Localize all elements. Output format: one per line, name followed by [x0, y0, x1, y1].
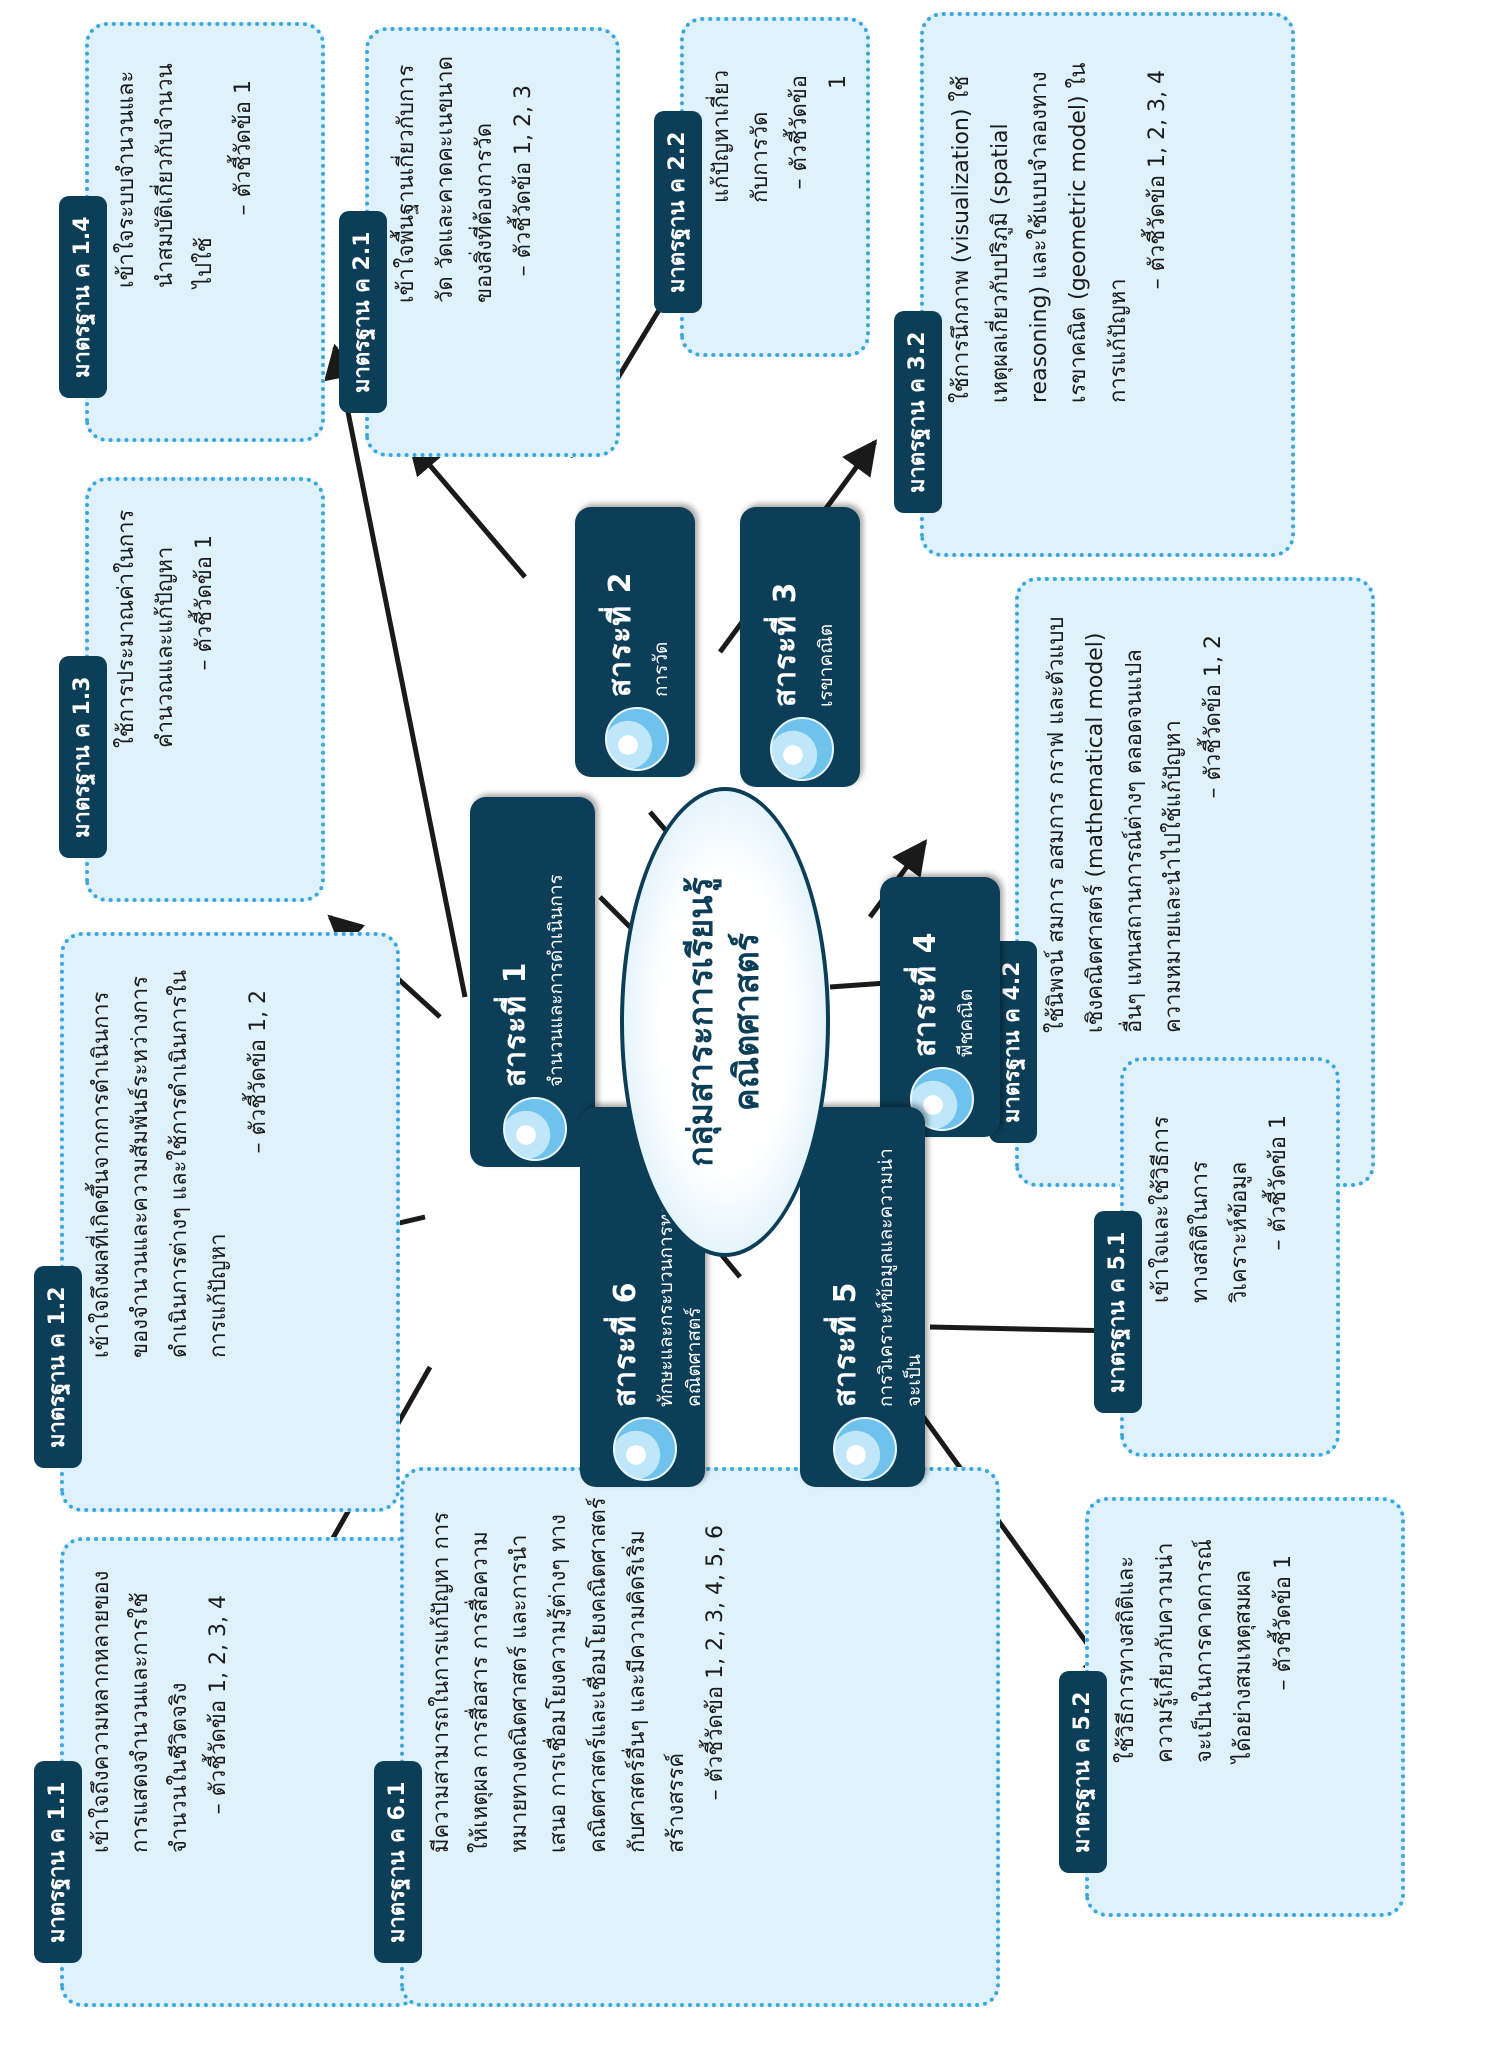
standard-2-2-indicators: – ตัวชี้วัดข้อ 1 [787, 75, 852, 190]
standard-1-4-box: มาตรฐาน ค 1.4 เข้าใจระบบจำนวนและนำสมบัติ… [59, 22, 325, 442]
standard-1-4-tag: มาตรฐาน ค 1.4 [59, 196, 107, 398]
standard-5-2-tag: มาตรฐาน ค 5.2 [1059, 1671, 1107, 1873]
standard-5-1-indicators: – ตัวชี้วัดข้อ 1 [1266, 1115, 1292, 1251]
standard-1-3-tag: มาตรฐาน ค 1.3 [59, 656, 107, 858]
standard-5-1-desc: เข้าใจและใช้วิธีการทางสถิติในการวิเคราะห… [1149, 1116, 1253, 1303]
standard-1-2-desc: เข้าใจถึงผลที่เกิดขึ้นจากการดำเนินการของ… [89, 969, 232, 1358]
standard-5-1-tag: มาตรฐาน ค 5.1 [1094, 1211, 1142, 1413]
standard-1-1-indicators: – ตัวชี้วัดข้อ 1, 2, 3, 4 [206, 1595, 232, 1815]
topic-1-box: สาระที่ 1 จำนวนและการดำเนินการ [470, 797, 595, 1167]
mascot-icon [832, 1417, 897, 1481]
standard-2-2-box: มาตรฐาน ค 2.2 แก้ปัญหาเกี่ยวกับการวัด – … [654, 17, 870, 357]
standard-1-2-tag: มาตรฐาน ค 1.2 [34, 1266, 82, 1468]
standard-4-2-desc: ใช้นิพจน์ สมการ อสมการ กราฟ และตัวแบบเชิ… [1044, 616, 1187, 1033]
topic-5-box: สาระที่ 5 การวิเคราะห์ข้อมูลและความน่าจะ… [800, 1107, 925, 1487]
topic-3-subtitle: เรขาคณิต [815, 623, 837, 707]
topic-1-subtitle: จำนวนและการดำเนินการ [545, 874, 567, 1087]
standard-5-2-indicators: – ตัวชี้วัดข้อ 1 [1270, 1555, 1296, 1691]
standard-6-1-desc: มีความสามารถในการแก้ปัญหา การให้เหตุผล ก… [429, 1497, 689, 1853]
standard-1-2-indicators: – ตัวชี้วัดข้อ 1, 2 [245, 990, 271, 1154]
standard-5-1-box: มาตรฐาน ค 5.1 เข้าใจและใช้วิธีการทางสถิต… [1094, 1057, 1340, 1457]
standard-6-1-box: มาตรฐาน ค 6.1 มีความสามารถในการแก้ปัญหา … [374, 1467, 1000, 2007]
topic-2-subtitle: การวัด [650, 641, 672, 697]
standard-1-4-indicators: – ตัวชี้วัดข้อ 1 [231, 80, 257, 216]
standard-4-2-indicators: – ตัวชี้วัดข้อ 1, 2 [1200, 635, 1226, 799]
topic-1-title: สาระที่ 1 [498, 961, 533, 1087]
hub-title-line2: คณิตศาสตร์ [727, 932, 767, 1112]
standard-3-2-box: มาตรฐาน ค 3.2 ใช้การนึกภาพ (visualizatio… [894, 12, 1295, 557]
standard-1-4-desc: เข้าใจระบบจำนวนและนำสมบัติเกี่ยวกับจำนวน… [114, 63, 218, 288]
standard-2-2-desc: แก้ปัญหาเกี่ยวกับการวัด [709, 69, 774, 203]
standard-2-1-box: มาตรฐาน ค 2.1 เข้าใจพื้นฐานเกี่ยวกับการว… [339, 27, 620, 457]
standard-2-1-indicators: – ตัวชี้วัดข้อ 1, 2, 3 [511, 85, 537, 277]
standard-2-1-desc: เข้าใจพื้นฐานเกี่ยวกับการวัด วัดและคาดคะ… [394, 56, 498, 303]
standard-1-1-box: มาตรฐาน ค 1.1 เข้าใจถึงความหลากหลายของกา… [34, 1537, 420, 2007]
standard-3-2-tag: มาตรฐาน ค 3.2 [894, 311, 942, 513]
mascot-icon [612, 1417, 677, 1481]
central-hub: กลุ่มสาระการเรียนรู้ คณิตศาสตร์ [620, 787, 830, 1257]
standard-6-1-tag: มาตรฐาน ค 6.1 [374, 1761, 422, 1963]
topic-5-title: สาระที่ 5 [828, 1281, 863, 1407]
topic-3-box: สาระที่ 3 เรขาคณิต [740, 507, 860, 787]
topic-3-title: สาระที่ 3 [768, 581, 803, 707]
topic-4-box: สาระที่ 4 พีชคณิต [880, 877, 1000, 1137]
standard-6-1-indicators: – ตัวชี้วัดข้อ 1, 2, 3, 4, 5, 6 [703, 1525, 729, 1801]
topic-2-box: สาระที่ 2 การวัด [575, 507, 695, 777]
standard-1-3-desc: ใช้การประมาณค่าในการคำนวณและแก้ปัญหา [114, 509, 179, 748]
standard-3-2-desc: ใช้การนึกภาพ (visualization) ใช้เหตุผลเก… [949, 62, 1131, 403]
standard-1-3-box: มาตรฐาน ค 1.3 ใช้การประมาณค่าในการคำนวณแ… [59, 477, 325, 902]
standard-1-3-indicators: – ตัวชี้วัดข้อ 1 [192, 535, 218, 671]
standard-3-2-indicators: – ตัวชี้วัดข้อ 1, 2, 3, 4 [1144, 70, 1170, 290]
arrow-t2-s21 [407, 439, 527, 579]
hub-title-line1: กลุ่มสาระการเรียนรู้ [681, 877, 722, 1167]
standard-2-1-tag: มาตรฐาน ค 2.1 [339, 211, 387, 413]
topic-4-subtitle: พีชคณิต [955, 988, 977, 1057]
topic-2-title: สาระที่ 2 [603, 571, 638, 697]
arrow-t1-s14 [324, 343, 468, 998]
topic-4-title: สาระที่ 4 [908, 931, 943, 1057]
mascot-icon [605, 707, 669, 771]
topic-5-subtitle: การวิเคราะห์ข้อมูลและความน่าจะเป็น [875, 1148, 925, 1407]
mascot-icon [770, 717, 834, 781]
standard-5-2-box: มาตรฐาน ค 5.2 ใช้วิธีการทางสถิติและความร… [1059, 1497, 1405, 1917]
standard-1-1-tag: มาตรฐาน ค 1.1 [34, 1761, 82, 1963]
topic-6-title: สาระที่ 6 [608, 1281, 643, 1407]
mascot-icon [502, 1097, 567, 1161]
standard-2-2-tag: มาตรฐาน ค 2.2 [654, 111, 702, 313]
standard-5-2-desc: ใช้วิธีการทางสถิติและความรู้เกี่ยวกับควา… [1114, 1539, 1257, 1763]
standard-1-1-desc: เข้าใจถึงความหลากหลายของการแสดงจำนวนและก… [89, 1570, 193, 1853]
standard-1-2-box: มาตรฐาน ค 1.2 เข้าใจถึงผลที่เกิดขึ้นจากก… [34, 932, 400, 1512]
